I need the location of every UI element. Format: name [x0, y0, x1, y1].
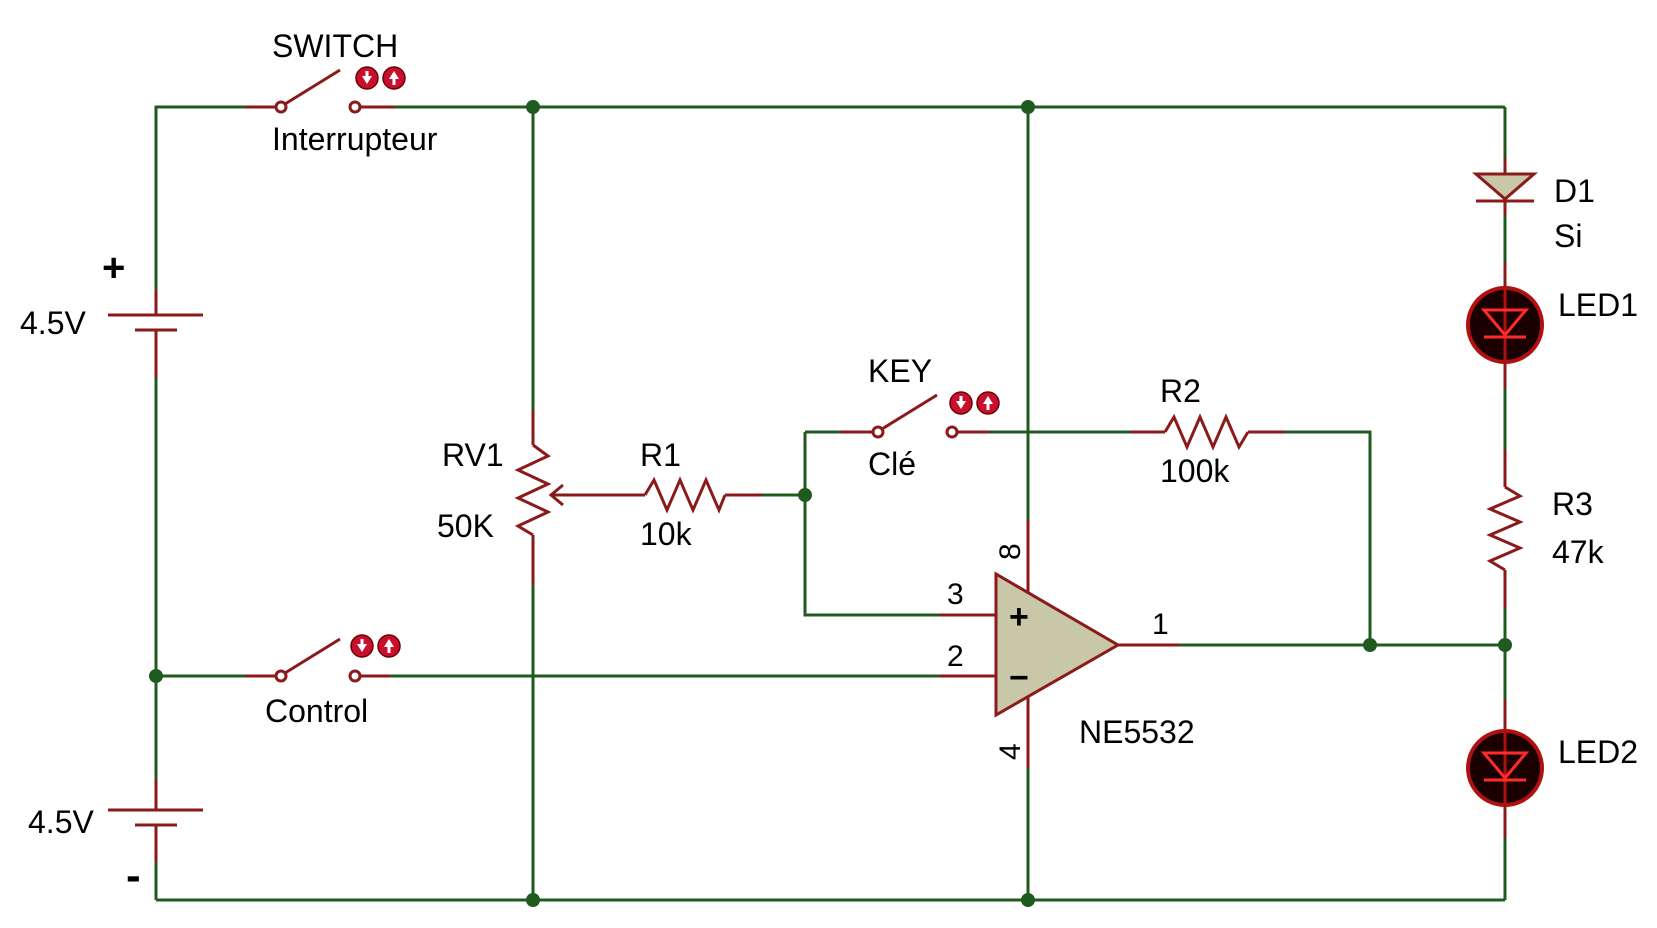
key-switch[interactable]: KEY Clé — [840, 353, 1000, 482]
resistor-r2: R2 100k — [1130, 373, 1285, 489]
battery-bottom-polarity: - — [126, 851, 141, 900]
r1-value: 10k — [640, 516, 693, 552]
main-switch[interactable]: SWITCH Interrupteur — [245, 28, 438, 157]
battery-icon — [108, 780, 203, 862]
battery-top-polarity: + — [102, 246, 125, 290]
switch-icon — [245, 637, 390, 683]
junction-dot — [1498, 638, 1512, 652]
opamp-icon — [940, 520, 1180, 768]
potentiometer-icon — [514, 410, 615, 585]
led-icon — [1466, 262, 1544, 388]
junction-dot — [526, 100, 540, 114]
d1-ref: D1 — [1554, 173, 1595, 209]
potentiometer-rv1[interactable]: RV1 50K — [437, 410, 615, 585]
r2-ref: R2 — [1160, 373, 1201, 409]
d1-value: Si — [1554, 218, 1582, 254]
resistor-icon — [1130, 413, 1285, 451]
r2-value: 100k — [1160, 453, 1230, 489]
switch-icon — [245, 68, 395, 114]
push-button-up-icon[interactable] — [976, 391, 1000, 415]
led2-ref: LED2 — [1558, 734, 1638, 770]
push-button-down-icon[interactable] — [355, 66, 379, 90]
main-switch-ref: SWITCH — [272, 28, 398, 64]
opamp-part-label: NE5532 — [1079, 714, 1195, 750]
led2: LED2 — [1466, 700, 1638, 838]
opamp-pin-inv: 2 — [947, 640, 964, 673]
control-switch-name: Control — [265, 693, 368, 729]
led-icon — [1466, 700, 1544, 838]
resistor-icon — [1486, 450, 1524, 608]
opamp-ne5532: + − 3 2 1 8 4 NE5532 — [940, 520, 1195, 768]
key-switch-ref: KEY — [868, 353, 932, 389]
junction-dot — [149, 669, 163, 683]
diode-icon — [1471, 158, 1539, 216]
junction-dot — [1363, 638, 1377, 652]
switch-icon — [840, 393, 990, 439]
push-button-up-icon[interactable] — [382, 66, 406, 90]
junction-dot — [1021, 100, 1035, 114]
wires — [154, 105, 1507, 902]
resistor-icon — [610, 476, 762, 514]
push-button-up-icon[interactable] — [377, 634, 401, 658]
junction-dot — [798, 488, 812, 502]
battery-bottom: 4.5V - — [28, 780, 203, 900]
opamp-plus-sign: + — [1009, 598, 1029, 636]
battery-top-voltage-label: 4.5V — [20, 305, 86, 341]
battery-top: + 4.5V — [20, 246, 203, 378]
push-button-down-icon[interactable] — [350, 634, 374, 658]
key-switch-name: Clé — [868, 446, 916, 482]
junction-dot — [1021, 893, 1035, 907]
resistor-r3: R3 47k — [1486, 450, 1605, 608]
opamp-pin-out: 1 — [1152, 608, 1169, 641]
opamp-pin-gnd: 4 — [994, 743, 1027, 760]
led1-ref: LED1 — [1558, 287, 1638, 323]
r1-ref: R1 — [640, 437, 681, 473]
battery-bottom-voltage-label: 4.5V — [28, 804, 94, 840]
resistor-r1: R1 10k — [610, 437, 762, 552]
junction-dots — [149, 100, 1512, 907]
push-button-down-icon[interactable] — [949, 391, 973, 415]
junction-dot — [526, 893, 540, 907]
opamp-pin-noninv: 3 — [947, 578, 964, 611]
led1: LED1 — [1466, 262, 1638, 388]
battery-icon — [108, 290, 203, 378]
rv1-value: 50K — [437, 508, 494, 544]
opamp-minus-sign: − — [1009, 659, 1029, 697]
rv1-ref: RV1 — [442, 437, 504, 473]
diode-d1: D1 Si — [1471, 158, 1595, 254]
r3-value: 47k — [1552, 534, 1605, 570]
control-switch[interactable]: Control — [245, 634, 401, 729]
main-switch-name: Interrupteur — [272, 121, 438, 157]
opamp-pin-vcc: 8 — [994, 543, 1027, 560]
r3-ref: R3 — [1552, 486, 1593, 522]
